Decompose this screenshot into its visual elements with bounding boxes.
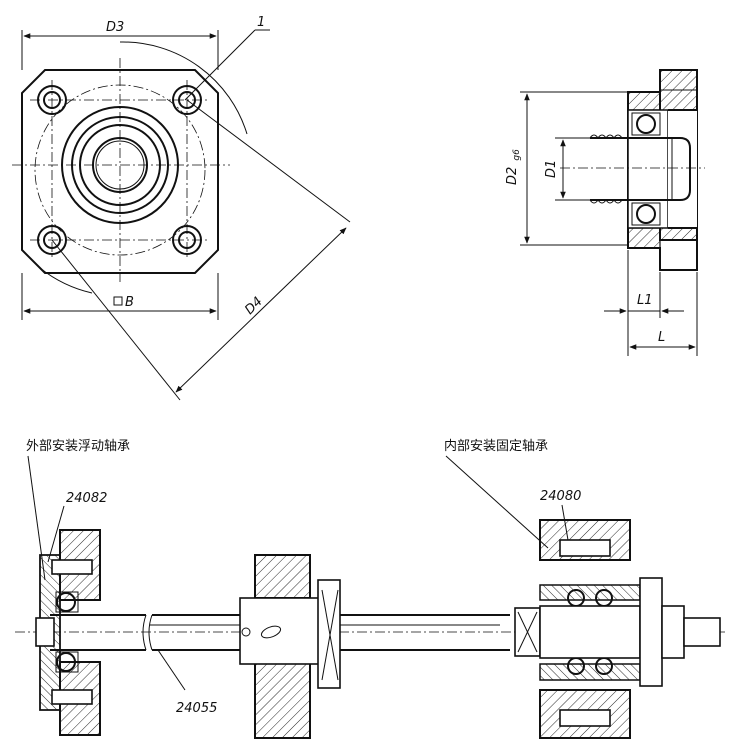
b-label: B — [125, 295, 134, 310]
dimension-d4: D4 — [39, 41, 351, 401]
d1-label: D1 — [544, 160, 559, 178]
front-view-flange — [12, 58, 230, 282]
l-label: L — [658, 330, 665, 345]
floating-bearing-callout: 外部安装浮动轴承 24082 — [26, 439, 130, 581]
ball-screw-shaft — [50, 614, 510, 651]
fixed-bearing-label: 内部安装固定轴承 — [444, 438, 548, 454]
item-1-callout: 1 — [184, 15, 270, 101]
part-24055-label: 24055 — [176, 701, 217, 716]
dimension-d2: D2 g6 — [505, 91, 628, 246]
svg-text:D2 g6: D2 g6 — [505, 149, 522, 185]
l1-label: L1 — [637, 293, 653, 308]
dimension-l1-l: L1 L — [604, 250, 698, 356]
floating-bearing-assembly — [35, 529, 101, 736]
floating-bearing-label: 外部安装浮动轴承 — [26, 439, 130, 454]
section-view — [560, 69, 705, 271]
part-24082-label: 24082 — [66, 491, 107, 506]
d2-tolerance: g6 — [512, 149, 522, 161]
dimension-d1: D1 — [544, 137, 590, 201]
d3-label: D3 — [106, 20, 124, 35]
part-24080-label: 24080 — [540, 489, 581, 504]
ball-nut-assembly — [239, 554, 341, 739]
d2-label: D2 — [505, 167, 520, 185]
fixed-bearing-callout: 内部安装固定轴承 24080 — [444, 438, 581, 549]
dimension-d3: D3 — [21, 20, 219, 70]
shaft-callout: 24055 — [157, 649, 217, 716]
fixed-bearing-assembly — [514, 519, 721, 739]
item-1-label: 1 — [257, 15, 265, 30]
d4-label: D4 — [242, 294, 266, 318]
